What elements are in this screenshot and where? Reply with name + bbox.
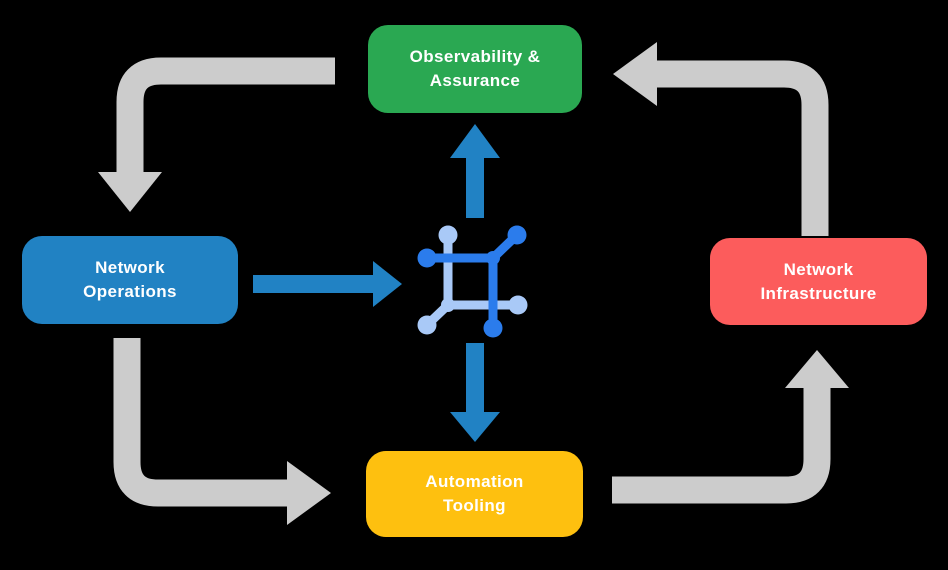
arrow-infrastructure-to-observability [613, 42, 829, 236]
arrow-shaft [116, 57, 335, 176]
node-network-operations: Network Operations [22, 236, 238, 324]
node-label-line: Assurance [429, 71, 521, 90]
arrow-observability-to-operations [98, 57, 335, 212]
icon-end-node [417, 315, 437, 335]
node-automation-tooling: Automation Tooling [366, 451, 583, 537]
arrow-shaft [113, 338, 289, 507]
arrow-head [450, 412, 500, 442]
arrow-head [450, 124, 500, 158]
arrow-head [287, 461, 331, 525]
network-topology-icon-dark-layer [417, 225, 527, 338]
arrow-center-to-observability [450, 124, 500, 218]
icon-joint-node [441, 298, 455, 312]
icon-joint-node [486, 251, 500, 265]
arrow-operations-to-center [253, 261, 402, 307]
arrow-head [373, 261, 402, 307]
icon-end-node [417, 248, 437, 268]
node-label-line: Operations [83, 282, 177, 301]
node-network-infrastructure: Network Infrastructure [710, 238, 927, 325]
arrow-shaft [612, 386, 831, 504]
network-topology-icon-light-layer [417, 225, 528, 335]
arrow-head [613, 42, 657, 106]
node-label-line: Infrastructure [760, 283, 877, 303]
icon-end-node [483, 318, 503, 338]
icon-end-node [508, 295, 528, 315]
node-label-line: Network [95, 258, 165, 277]
network-topology-icon [417, 225, 528, 338]
arrow-head [785, 350, 849, 388]
icon-end-node [438, 225, 458, 245]
arrow-head [98, 172, 162, 212]
node-label-line: Observability & [409, 47, 541, 66]
node-label-line: Tooling [443, 496, 506, 515]
node-label-line: Automation [425, 472, 524, 491]
arrow-tooling-to-infrastructure [612, 350, 849, 504]
arrow-shaft [655, 60, 829, 236]
arrow-center-to-tooling [450, 343, 500, 442]
icon-end-node [507, 225, 527, 245]
node-label-line: Network [783, 259, 854, 279]
node-observability-assurance: Observability & Assurance [368, 25, 582, 113]
arrow-operations-to-tooling [113, 338, 331, 525]
